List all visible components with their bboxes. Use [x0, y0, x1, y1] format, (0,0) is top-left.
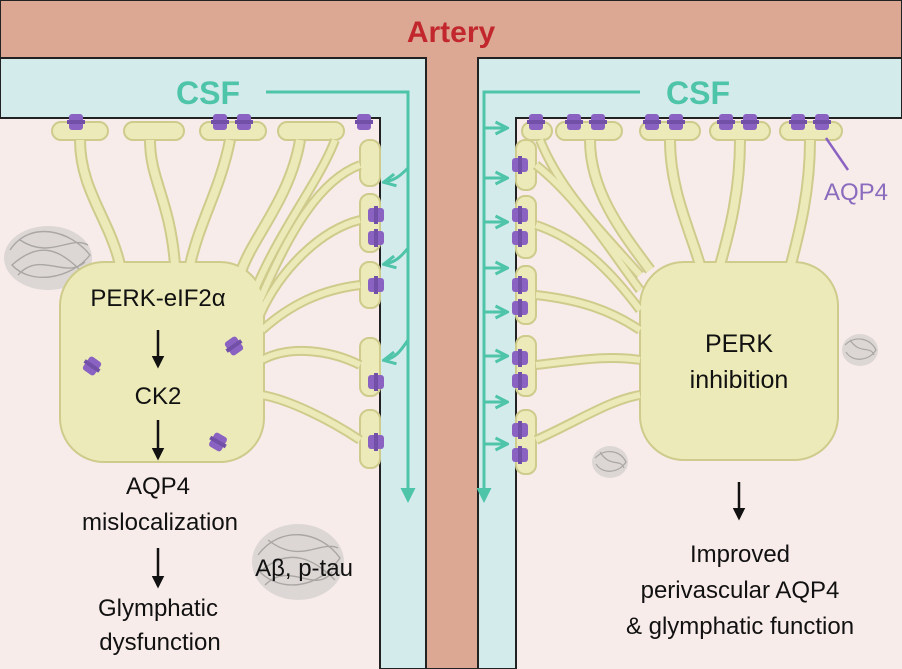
- abeta-ptau-label: Aβ, p-tau: [255, 555, 353, 582]
- aqp4-mislocalization-line2: mislocalization: [82, 509, 238, 536]
- plaque-left-2: [252, 524, 344, 600]
- artery-label: Artery: [407, 16, 496, 49]
- perk-inhibition-line1: PERK: [705, 330, 773, 358]
- astrocyte-right-soma: [642, 264, 836, 458]
- csf-label-right: CSF: [666, 75, 730, 111]
- improved-line3: & glymphatic function: [626, 613, 854, 640]
- csf-space-left: [0, 57, 427, 669]
- perk-eif2a-label: PERK-eIF2α: [90, 285, 225, 312]
- improved-line1: Improved: [690, 541, 790, 568]
- astrocyte-left-process-fill: [76, 138, 362, 443]
- csf-label-left: CSF: [176, 75, 240, 111]
- aqp4-label: AQP4: [824, 179, 888, 206]
- improved-line2: perivascular AQP4: [641, 577, 840, 604]
- csf-flow-left: [266, 90, 416, 503]
- plaque-left-1: [4, 226, 92, 290]
- aqp4-mislocalization-line1: AQP4: [126, 473, 190, 500]
- ck2-label: CK2: [135, 383, 182, 410]
- csf-space-right: [477, 57, 902, 669]
- aqp4-pointer: [824, 137, 850, 171]
- plaque-right-2: [592, 446, 628, 478]
- glymphatic-dysfunction-line2: dysfunction: [99, 629, 220, 656]
- astrocyte-right-process-fill: [534, 138, 814, 443]
- plaque-right-1: [842, 334, 878, 366]
- csf-flow-right: [476, 90, 640, 503]
- glymphatic-dysfunction-line1: Glymphatic: [98, 595, 218, 622]
- perk-inhibition-line2: inhibition: [690, 366, 789, 394]
